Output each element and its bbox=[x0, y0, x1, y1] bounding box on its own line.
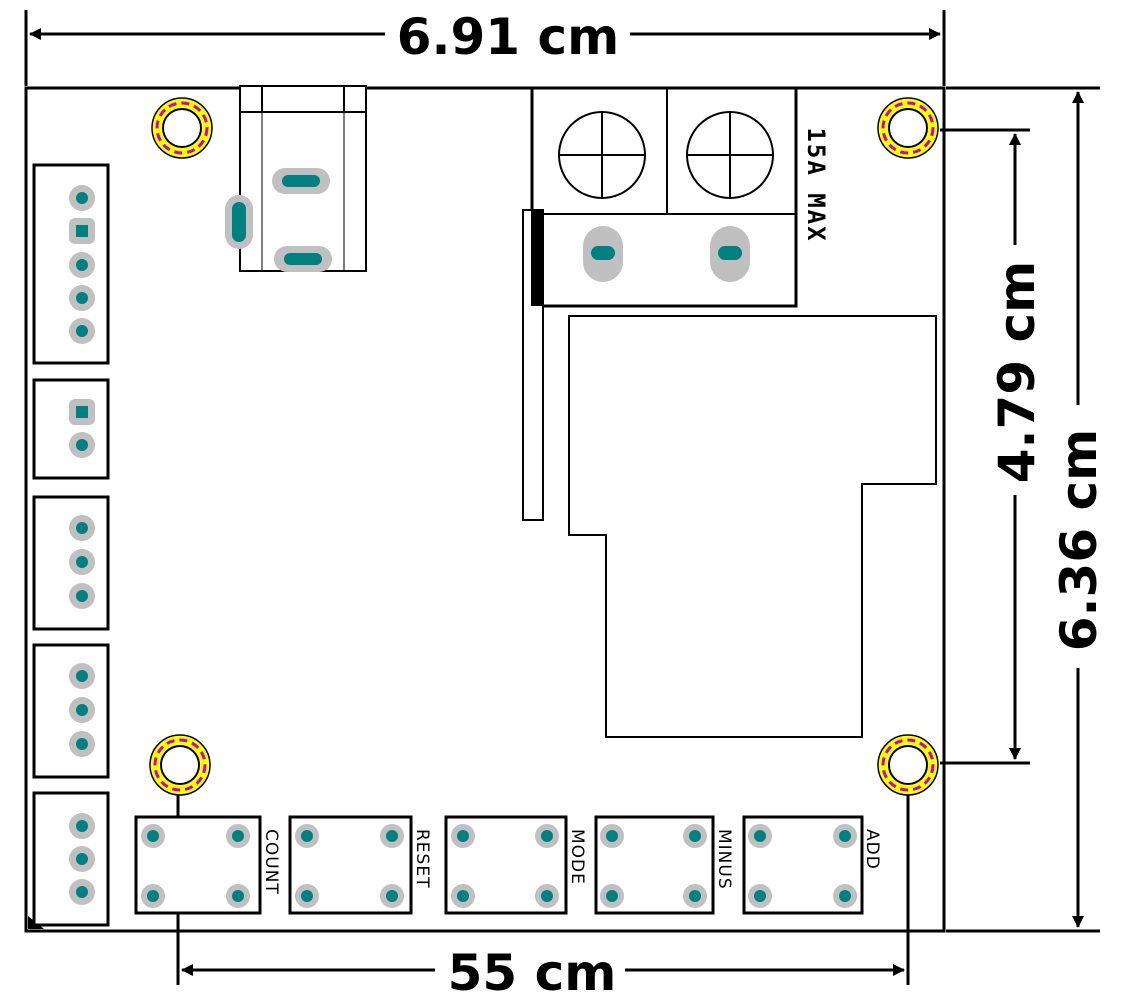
button-add: ADD bbox=[742, 815, 882, 915]
hole-height-dimension: 4.79 cm bbox=[940, 128, 1046, 765]
screw-right-icon bbox=[686, 111, 774, 199]
connector-3pin-b bbox=[32, 643, 110, 779]
mounting-hole-bottom-left bbox=[149, 734, 211, 796]
button-count: COUNT bbox=[134, 815, 281, 915]
hole-width-dimension-label: 55 cm bbox=[448, 944, 617, 1001]
button-count-label: COUNT bbox=[261, 829, 281, 895]
button-mode: MODE bbox=[444, 815, 587, 915]
connector-3pin-c bbox=[32, 791, 110, 927]
mounting-hole-top-left bbox=[151, 97, 213, 159]
connector-3pin-a bbox=[32, 495, 110, 631]
width-dimension: 6.91 cm bbox=[24, 8, 946, 86]
height-dimension: 6.36 cm bbox=[946, 86, 1108, 933]
mounting-hole-top-right bbox=[877, 97, 939, 159]
hole-height-dimension-label: 4.79 cm bbox=[988, 261, 1046, 484]
vertical-strip-bar bbox=[531, 210, 543, 306]
connector-5pin bbox=[32, 163, 110, 365]
connector-2pin bbox=[32, 378, 110, 480]
dc-power-jack bbox=[225, 85, 367, 272]
relay-module-outline bbox=[568, 315, 937, 738]
terminal-rating-label: 15A MAX bbox=[802, 127, 830, 242]
screw-left-icon bbox=[558, 111, 646, 199]
button-add-label: ADD bbox=[862, 829, 882, 870]
button-minus: MINUS bbox=[594, 815, 734, 915]
button-minus-label: MINUS bbox=[714, 829, 734, 890]
button-reset: RESET bbox=[288, 815, 432, 915]
height-dimension-label: 6.36 cm bbox=[1050, 429, 1108, 652]
mounting-hole-bottom-right bbox=[877, 734, 939, 796]
screw-terminal-block: 15A MAX bbox=[530, 86, 830, 308]
button-mode-label: MODE bbox=[567, 829, 587, 885]
button-reset-label: RESET bbox=[412, 829, 432, 888]
width-dimension-label: 6.91 cm bbox=[397, 8, 620, 66]
hole-width-dimension: 55 cm bbox=[176, 790, 910, 1001]
